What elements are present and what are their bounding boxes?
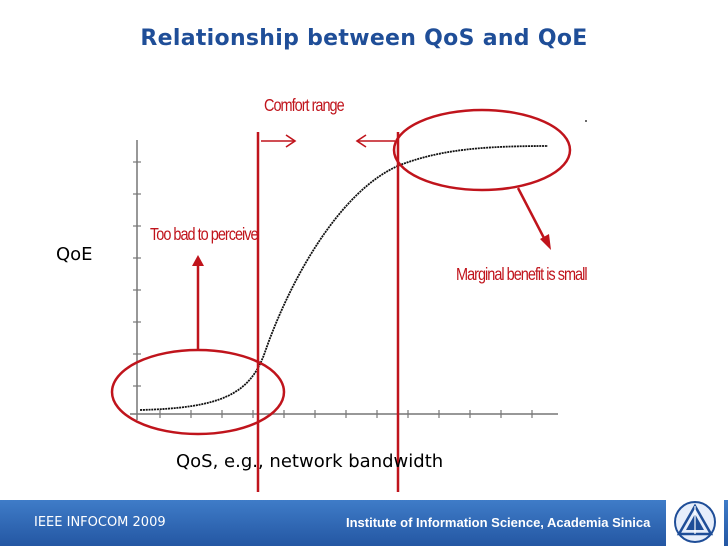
comfort-range-label: Comfort range: [264, 97, 345, 116]
stray-dot: [585, 120, 587, 122]
too-bad-label: Too bad to perceive: [150, 226, 259, 245]
qoe-curve: [139, 145, 549, 411]
comfort-range-left-arrow: [261, 134, 297, 148]
footer-institute: Institute of Information Science, Academ…: [346, 515, 651, 530]
y-axis-ticks: [133, 161, 141, 387]
y-axis-label: QoE: [56, 244, 93, 265]
too-bad-arrow: [192, 255, 204, 350]
marginal-arrow: [516, 187, 551, 250]
qos-qoe-diagram: [110, 108, 587, 492]
comfort-range-right-arrow: [355, 134, 395, 148]
institute-logo-icon: [666, 498, 724, 546]
x-axis-label: QoS, e.g., network bandwidth: [176, 451, 444, 472]
high-qos-ellipse: [392, 108, 572, 192]
x-axis-ticks: [159, 410, 533, 418]
footer-conference: IEEE INFOCOM 2009: [34, 515, 166, 530]
marginal-label: Marginal benefit is small: [456, 266, 588, 285]
slide-title: Relationship between QoS and QoE: [140, 26, 588, 51]
footer-bar: IEEE INFOCOM 2009 Institute of Informati…: [0, 500, 728, 546]
